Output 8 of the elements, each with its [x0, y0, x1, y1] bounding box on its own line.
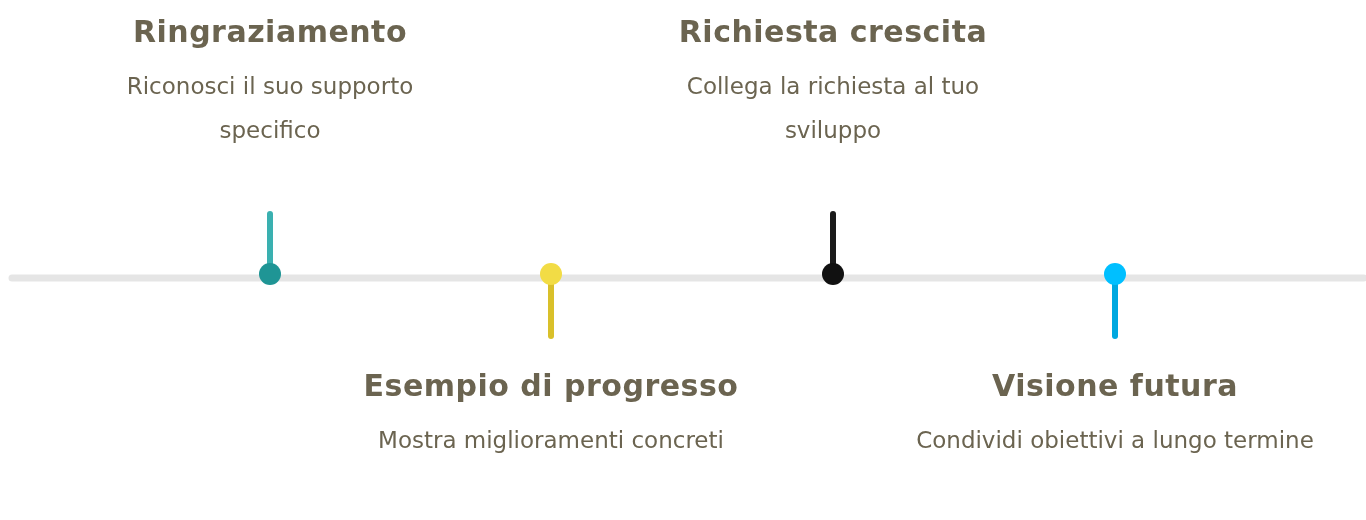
milestone-title: Ringraziamento	[132, 13, 408, 51]
milestone-description: Condividi obiettivi a lungo termine	[916, 426, 1314, 455]
milestone-title: Richiesta crescita	[678, 13, 988, 51]
milestone-title: Esempio di progresso	[363, 367, 739, 405]
milestone-description: Mostra miglioramenti concreti	[378, 426, 724, 455]
milestone-description: Collega la richiesta al tuo sviluppo	[685, 72, 981, 145]
milestone-description: Riconosci il suo supporto specifico	[125, 72, 415, 145]
milestone-title: Visione futura	[992, 367, 1238, 405]
